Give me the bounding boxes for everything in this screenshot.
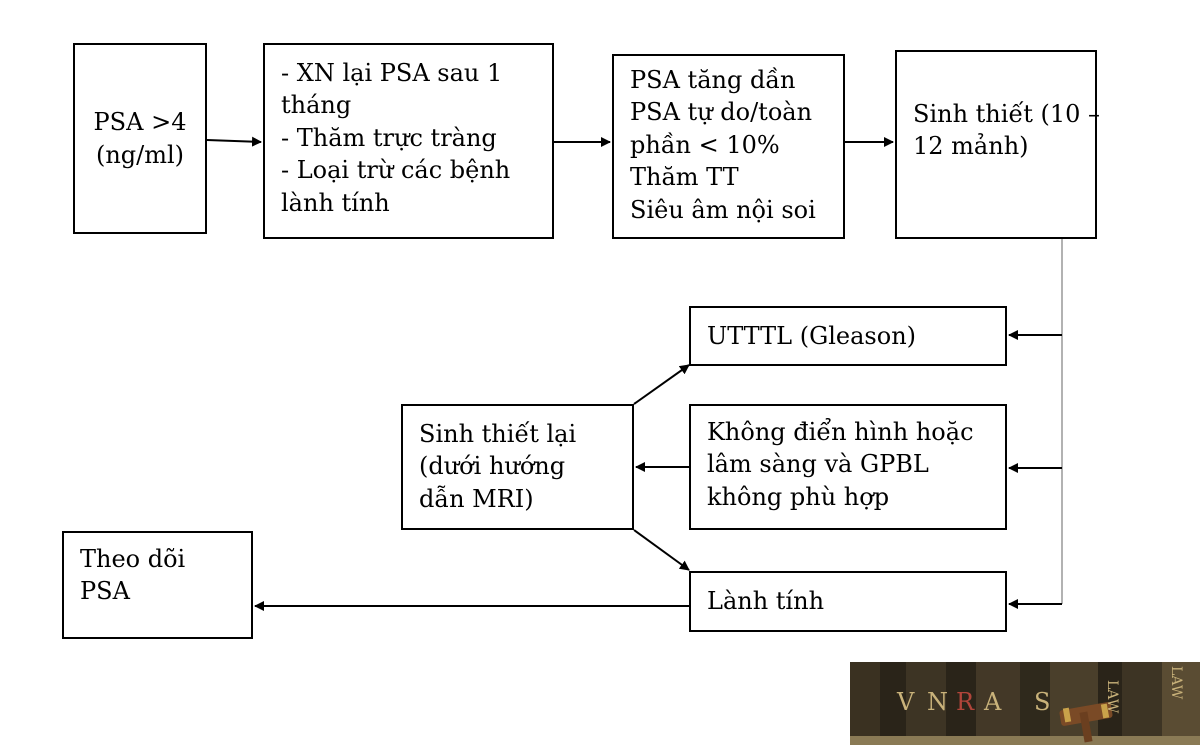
- box-line: dẫn MRI): [419, 484, 534, 513]
- box-follow-psa: Theo dõi PSA: [62, 531, 253, 639]
- box-atypical: Không điển hình hoặc lâm sàng và GPBL kh…: [689, 404, 1007, 530]
- box-line: PSA tăng dần: [630, 66, 796, 94]
- box-line: 12 mảnh): [913, 132, 1029, 161]
- box-line: lâm sàng và GPBL: [707, 450, 929, 479]
- logo-letter-s: S: [1034, 688, 1051, 716]
- box-benign: Lành tính: [689, 571, 1007, 632]
- box-line: Siêu âm nội soi: [630, 195, 816, 224]
- logo-letter-a: A: [984, 688, 1002, 716]
- box-line: UTTTL (Gleason): [707, 322, 917, 350]
- box-line: (dưới hướng: [419, 452, 566, 481]
- box-line: PSA: [80, 577, 130, 606]
- arrow-psa-to-retest: [206, 136, 262, 147]
- arrow-rebiopsy-to-utttl: [633, 364, 690, 405]
- logo-letter-n: N: [927, 688, 948, 716]
- box-line: Theo dõi: [80, 545, 186, 573]
- box-line: Sinh thiết (10 –: [913, 100, 1101, 128]
- arrow-rebiopsy-to-benign: [633, 529, 690, 571]
- box-line: - Loại trừ các bệnh: [281, 156, 511, 185]
- box-line: - XN lại PSA sau 1: [281, 59, 503, 87]
- box-line: Thăm TT: [630, 163, 739, 192]
- logo-graphic: [850, 662, 1200, 745]
- box-line: - Thăm trực tràng: [281, 123, 497, 152]
- box-line: không phù hợp: [707, 482, 890, 511]
- box-line: phần < 10%: [630, 130, 780, 159]
- box-line: tháng: [281, 91, 352, 120]
- logo-letter-v: V: [897, 688, 917, 716]
- box-psa-rising: PSA tăng dần PSA tự do/toàn phần < 10% T…: [612, 54, 845, 239]
- box-line: Không điển hình hoặc: [707, 418, 974, 446]
- box-line: lành tính: [281, 188, 390, 217]
- box-retest-psa: - XN lại PSA sau 1 tháng - Thăm trực trà…: [263, 43, 554, 239]
- box-biopsy: Sinh thiết (10 – 12 mảnh): [895, 50, 1101, 239]
- vnras-law-logo: V N R A S LAW LAW: [850, 662, 1200, 745]
- box-line: PSA >4: [93, 108, 187, 137]
- box-psa-over-4: PSA >4 (ng/ml): [73, 43, 207, 234]
- box-line: (ng/ml): [95, 140, 185, 169]
- box-line: Lành tính: [707, 587, 825, 615]
- logo-side-text: LAW: [1104, 680, 1120, 714]
- logo-side-text-2: LAW: [1168, 666, 1184, 700]
- logo-letter-r: R: [956, 688, 975, 716]
- box-rebiopsy-mri: Sinh thiết lại (dưới hướng dẫn MRI): [401, 404, 634, 530]
- box-line: Sinh thiết lại: [419, 420, 577, 448]
- box-line: PSA tự do/toàn: [630, 98, 813, 127]
- box-utttl: UTTTL (Gleason): [689, 306, 1007, 366]
